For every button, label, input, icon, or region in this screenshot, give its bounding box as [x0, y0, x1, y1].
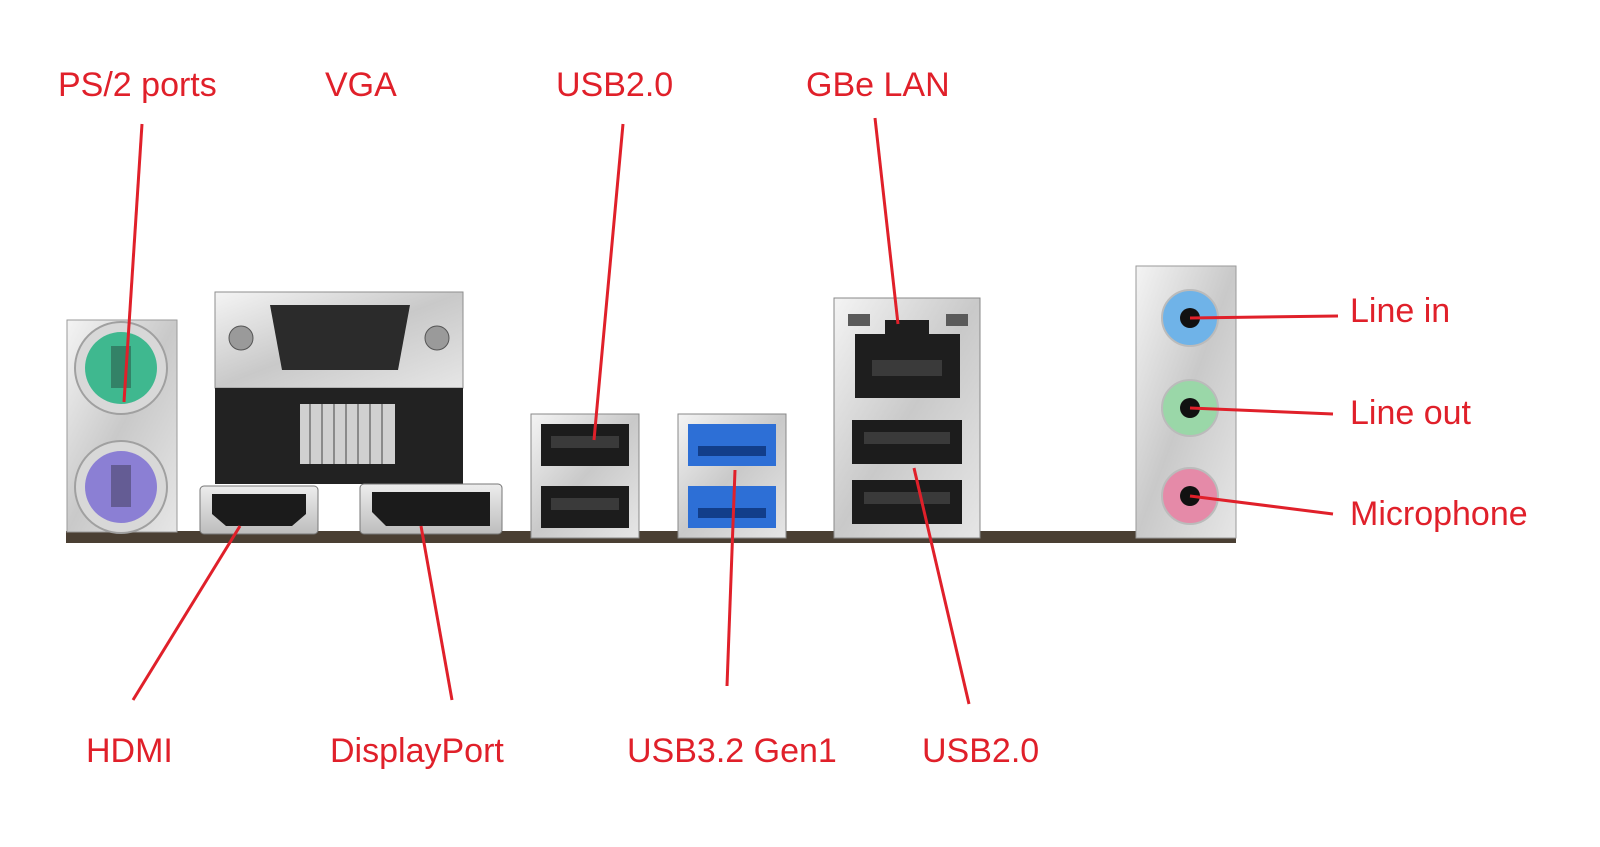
gbe-lan-port	[855, 320, 960, 398]
usb20-stack-left	[530, 413, 640, 539]
ps2-port-mouse	[85, 451, 157, 523]
lan-usb-stack	[833, 297, 981, 539]
label-vga: VGA	[325, 66, 397, 104]
label-usb20-top: USB2.0	[556, 66, 673, 104]
label-line-in: Line in	[1350, 292, 1450, 330]
callout-labels: PS/2 ports VGA USB2.0 GBe LAN Line in Li…	[58, 66, 1528, 770]
ps2-port-keyboard	[85, 332, 157, 404]
displayport-port	[359, 483, 503, 535]
hdmi-port	[199, 485, 319, 535]
label-displayport: DisplayPort	[330, 732, 504, 770]
label-gbe-lan: GBe LAN	[806, 66, 950, 104]
vga-port	[214, 291, 464, 484]
ps2-ports	[66, 319, 178, 534]
label-hdmi: HDMI	[86, 732, 173, 770]
label-ps2-ports: PS/2 ports	[58, 66, 217, 104]
label-microphone: Microphone	[1350, 495, 1528, 533]
leader-lines	[122, 117, 1339, 705]
audio-jacks	[1135, 265, 1237, 539]
usb32-port-top	[688, 424, 776, 466]
label-usb32-gen1: USB3.2 Gen1	[627, 732, 837, 770]
label-usb20-bottom: USB2.0	[922, 732, 1039, 770]
label-line-out: Line out	[1350, 394, 1472, 432]
